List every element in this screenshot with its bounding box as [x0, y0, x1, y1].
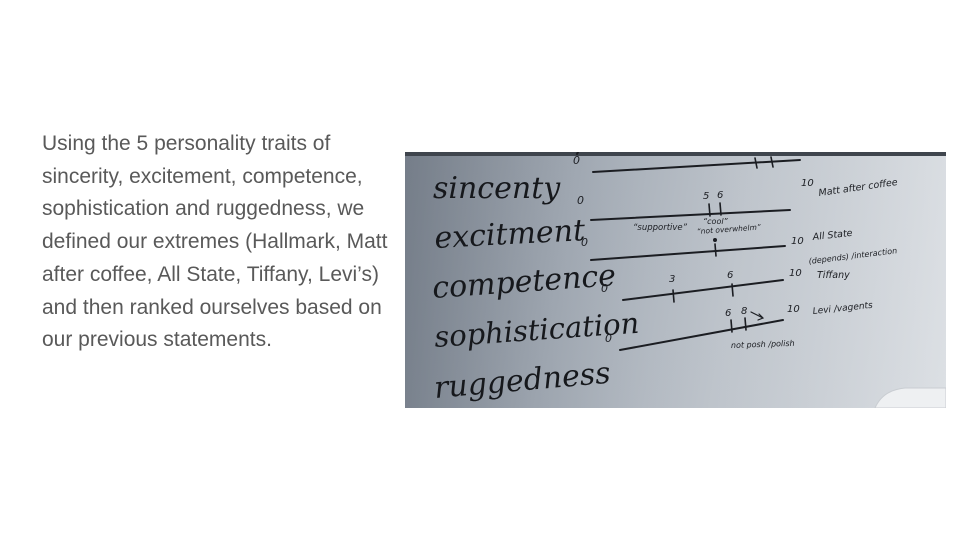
note-not-posh: not posh /polish [731, 339, 795, 350]
scale-min-4: 0 [605, 332, 612, 345]
tick-label-6a: 6 [717, 190, 723, 201]
scale-max-3: 10 [789, 268, 802, 279]
scale-max-2: 10 [791, 236, 804, 247]
tick-label-5: 5 [703, 191, 709, 202]
scale-min-1: 0 [577, 194, 584, 207]
tick-label-3: 3 [669, 274, 675, 285]
end-all-state: All State [811, 228, 853, 243]
trait-excitement: excitment [434, 213, 587, 256]
tick-label-6b: 6 [727, 270, 733, 281]
scale-max-1: 10 [801, 178, 814, 189]
tick-label-8: 8 [741, 306, 747, 317]
note-supportive: “supportive” [633, 223, 688, 233]
note-not-overwhelm: “not overwhelm” [697, 223, 762, 236]
scale-min-2: 0 [581, 236, 588, 249]
end-tiffany: Tiffany [817, 270, 850, 281]
trait-sincerity: sincenty [433, 171, 561, 206]
scale-max-4: 10 [787, 304, 800, 315]
note-cool: “cool” [703, 217, 729, 226]
slide-body-text: Using the 5 personality traits of sincer… [42, 132, 388, 352]
scale-min-3: 0 [601, 282, 608, 295]
scale-min-5: 0 [573, 154, 580, 167]
whiteboard-drawing: sincenty excitment competence sophistica… [405, 152, 946, 408]
whiteboard-photo: sincenty excitment competence sophistica… [405, 152, 946, 408]
tick-label-6c: 6 [725, 308, 731, 319]
